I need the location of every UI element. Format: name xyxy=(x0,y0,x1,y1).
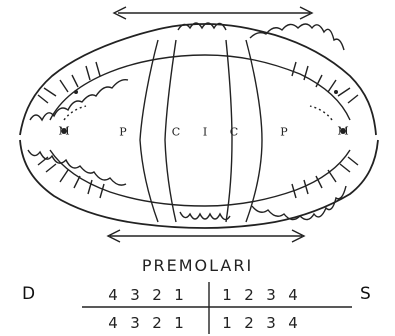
caption-dividers xyxy=(0,0,395,336)
